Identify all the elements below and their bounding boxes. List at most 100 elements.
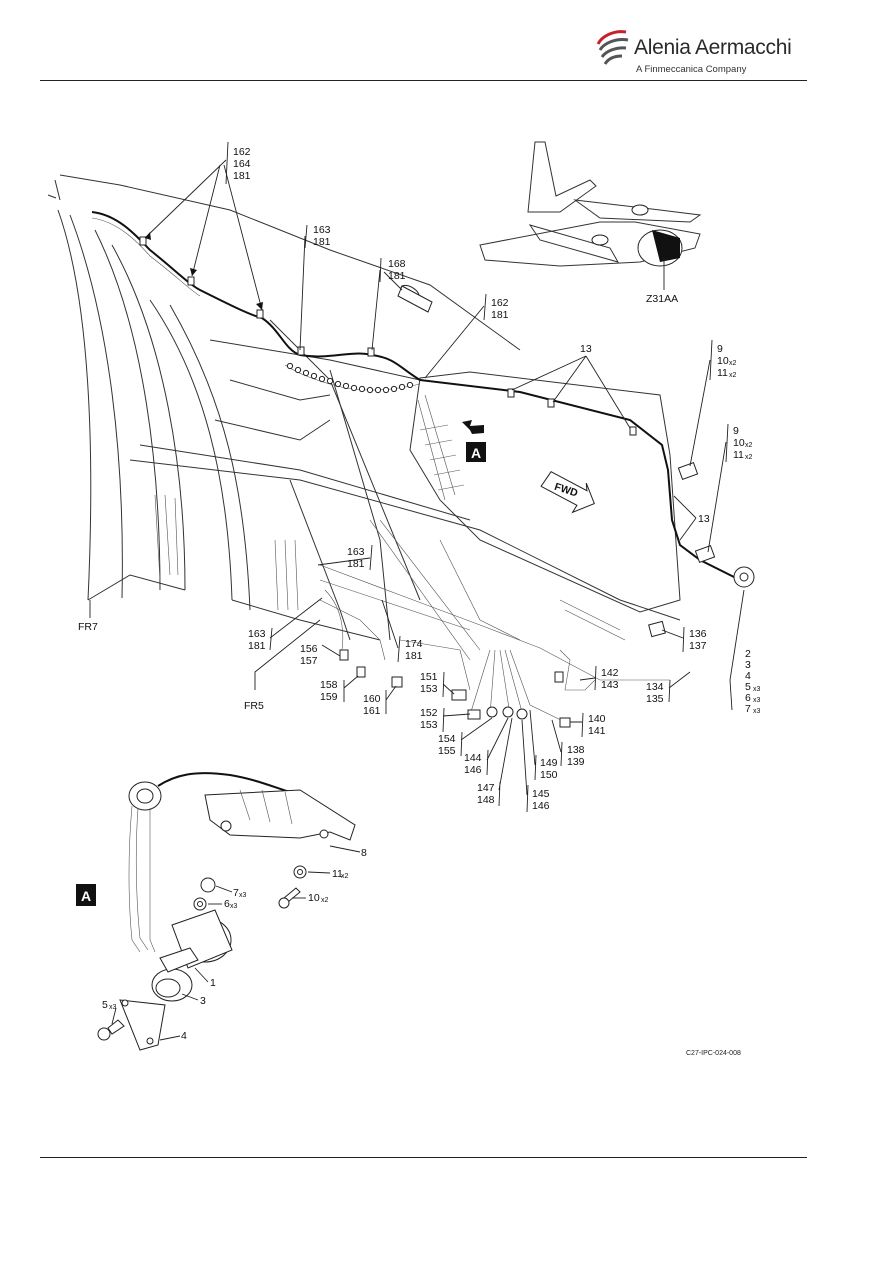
callout-label: 181 <box>233 170 251 182</box>
callout-145-146: 145 146 <box>521 719 550 813</box>
callout-label: 163 <box>347 546 365 558</box>
callout-label: 13 <box>580 343 592 355</box>
detail-a-marker <box>76 884 96 906</box>
callout-label: 11 <box>332 868 343 880</box>
fuselage-structure <box>47 174 681 661</box>
brand-name: Alenia Aermacchi <box>634 36 792 59</box>
callout-label: x3 <box>753 697 761 704</box>
callout-label: 3 <box>745 659 751 671</box>
callout-label: 181 <box>388 270 406 282</box>
callout-label: 13 <box>698 513 710 525</box>
callout-label: x2 <box>745 442 753 449</box>
callout-label: 6 <box>224 898 230 910</box>
callout-label: x3 <box>753 686 761 693</box>
callout-144-146: 144 146 <box>464 717 509 776</box>
callout-152-153: 152 153 <box>420 707 471 733</box>
callout-label: 139 <box>567 756 585 768</box>
header-divider <box>40 80 807 81</box>
callout-9-10-11-b: 9 10 x2 11 x2 <box>707 423 753 553</box>
callout-label: 181 <box>313 236 331 248</box>
callout-label: x2 <box>729 372 737 379</box>
callout-label: 134 <box>646 681 664 693</box>
callout-label: 144 <box>464 752 482 764</box>
drawing-number: C27-IPC-024-008 <box>686 1050 741 1057</box>
callout-label: 164 <box>233 158 251 170</box>
callout-label: 152 <box>420 707 438 719</box>
callout-label: 11 <box>733 449 744 461</box>
callout-174-181: 174 181 <box>381 599 423 663</box>
callout-label: 151 <box>420 671 438 683</box>
callout-label: 174 <box>405 638 423 650</box>
company-logo: Alenia Aermacchi A Finmeccanica Company <box>596 24 796 80</box>
aircraft-thumbnail: Z31AA <box>479 141 702 305</box>
callout-163-181-top: 163 181 <box>299 224 331 351</box>
callout-label: 146 <box>464 764 482 776</box>
brand-subtitle: A Finmeccanica Company <box>636 64 747 75</box>
callout-154-155: 154 155 <box>438 717 493 757</box>
callout-label: 163 <box>248 628 266 640</box>
callout-label: 9 <box>717 343 723 355</box>
callout-label: 148 <box>477 794 495 806</box>
callout-13-mid: 13 <box>673 495 710 541</box>
callout-13-top: 13 <box>511 343 631 429</box>
callout-label: 160 <box>363 693 381 705</box>
callout-label: 5 <box>102 999 108 1011</box>
footer-divider <box>40 1157 807 1158</box>
callout-label: 10 <box>717 355 729 367</box>
callout-label: 162 <box>491 297 509 309</box>
callout-147-148: 147 148 <box>477 717 513 807</box>
callout-162-164-181: 162 164 181 <box>144 141 263 311</box>
callout-label: 140 <box>588 713 606 725</box>
callout-label: 158 <box>320 679 338 691</box>
callout-9-10-11-a: 9 10 x2 11 x2 <box>689 339 737 467</box>
detail-a: A 8 <box>76 772 367 1051</box>
callout-label: 10 <box>308 892 320 904</box>
callout-label: 156 <box>300 643 318 655</box>
callout-label: 146 <box>532 800 550 812</box>
callout-label: 157 <box>300 655 318 667</box>
detail-a-label: A <box>81 888 91 904</box>
callout-label: 7 <box>745 703 751 715</box>
callout-label: 155 <box>438 745 456 757</box>
callout-label: 4 <box>745 670 751 682</box>
callout-label: 159 <box>320 691 338 703</box>
callout-162-181: 162 181 <box>424 293 509 379</box>
callout-label: 163 <box>313 224 331 236</box>
callout-label: 149 <box>540 757 558 769</box>
callout-label: x3 <box>109 1004 117 1011</box>
callout-label: 1 <box>210 977 216 989</box>
callout-2-7: 2 3 4 5 x3 6 x3 7 x3 <box>729 589 761 715</box>
callout-label: 153 <box>420 719 438 731</box>
callout-label: 9 <box>733 425 739 437</box>
callout-label: 2 <box>745 648 751 660</box>
logo-swoosh-icon <box>596 30 629 65</box>
callout-label: x2 <box>341 873 349 880</box>
callout-label: 10 <box>733 437 745 449</box>
callout-label: 138 <box>567 744 585 756</box>
callout-168-181: 168 181 <box>371 257 406 351</box>
callout-136-137: 136 137 <box>661 626 707 653</box>
callout-label: 6 <box>745 692 751 704</box>
callout-label: 181 <box>491 309 509 321</box>
callout-label: 147 <box>477 782 495 794</box>
callout-label: x3 <box>753 708 761 715</box>
callout-label: 181 <box>248 640 266 652</box>
callout-label: 181 <box>347 558 365 570</box>
callout-label: 142 <box>601 667 619 679</box>
callout-label: x2 <box>745 454 753 461</box>
callout-label: 154 <box>438 733 456 745</box>
callout-label: 11 <box>717 367 728 379</box>
callout-label: 7 <box>233 887 239 899</box>
callout-label: 168 <box>388 258 406 270</box>
callout-label: 161 <box>363 705 381 717</box>
callout-163-181-mid: 163 181 <box>317 544 373 571</box>
frame-fr7: FR7 <box>78 621 98 633</box>
view-a-marker: A <box>462 420 486 462</box>
callout-label: 153 <box>420 683 438 695</box>
callout-134-135: 134 135 <box>646 671 691 705</box>
callout-label: 8 <box>361 847 367 859</box>
callout-140-141: 140 141 <box>570 712 606 738</box>
callout-label: 136 <box>689 628 707 640</box>
callout-149-150: 149 150 <box>529 709 558 781</box>
